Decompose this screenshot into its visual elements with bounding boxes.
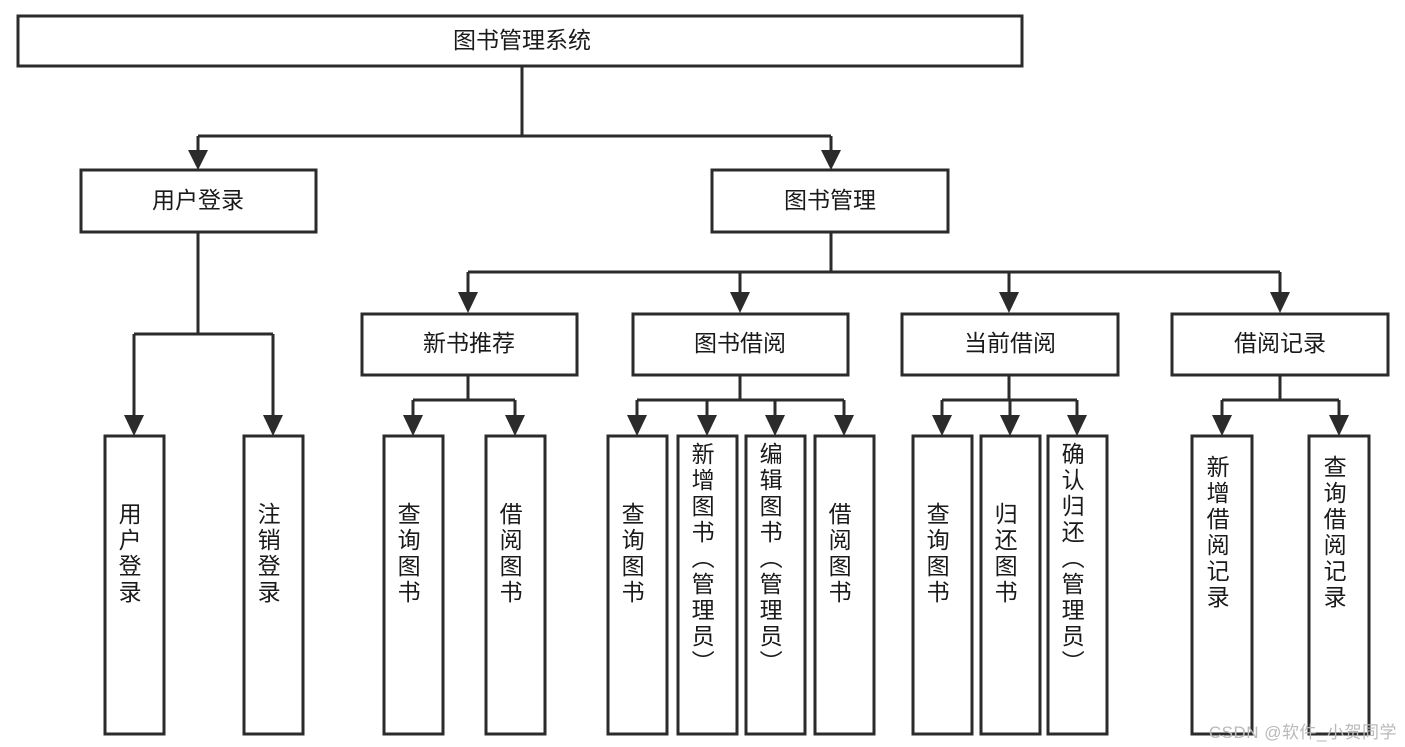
leaf-box-book-borrow-1[interactable] [606,434,669,736]
connector-group-borrowbook [627,375,854,436]
node-label-user-login: 用户登录 [152,187,244,213]
node-box-new-book-recommend[interactable] [360,312,579,377]
arrow-head-icon [188,150,208,170]
leaf-box-user-login-2[interactable] [242,434,305,736]
connector-group-root [188,66,841,170]
leaf-box-borrow-record-1[interactable] [1190,434,1254,736]
leaf-box-new-book-1[interactable] [382,434,445,736]
arrow-head-icon [999,292,1019,313]
connector-group-borrowrecord [1212,375,1349,436]
arrow-head-icon [458,292,478,313]
leaf-box-book-borrow-3[interactable] [744,434,807,736]
arrow-head-icon [1212,415,1232,436]
arrow-head-icon [697,415,717,436]
leaf-box-borrow-record-2[interactable] [1307,434,1371,736]
arrow-head-icon [1270,292,1290,313]
arrow-head-icon [403,415,423,436]
arrow-head-icon [1000,415,1020,436]
leaf-box-current-borrow-1[interactable] [911,434,974,736]
csdn-watermark: CSDN @软件_小贺同学 [1208,723,1397,742]
node-label-book-borrow: 图书借阅 [694,330,786,356]
node-box-current-borrow[interactable] [900,312,1120,377]
node-box-user-login[interactable] [79,168,318,234]
node-box-root[interactable] [16,14,1024,68]
node-label-root: 图书管理系统 [453,27,591,53]
connector-group-userlogin [124,232,283,436]
arrow-head-icon [124,415,144,436]
arrow-head-icon [730,292,750,313]
node-box-borrow-record[interactable] [1170,312,1390,377]
connector-group-bookmgmt [458,232,1290,313]
connector-group-currentborrow [932,375,1087,436]
leaf-box-current-borrow-3[interactable] [1046,434,1109,736]
node-box-book-borrow[interactable] [631,312,850,377]
leaf-box-book-borrow-2[interactable] [676,434,739,736]
node-label-current-borrow: 当前借阅 [964,330,1056,356]
leaf-box-book-borrow-4[interactable] [813,434,876,736]
arrow-head-icon [834,415,854,436]
arrow-head-icon [1067,415,1087,436]
arrow-head-icon [1329,415,1349,436]
arrow-head-icon [505,415,525,436]
leaf-box-current-borrow-2[interactable] [979,434,1042,736]
arrow-head-icon [821,150,841,170]
leaf-box-new-book-2[interactable] [484,434,547,736]
arrow-head-icon [765,415,785,436]
arrow-head-icon [932,415,952,436]
arrow-head-icon [263,415,283,436]
connector-group-newbook [403,375,525,436]
node-box-book-management[interactable] [710,168,950,234]
node-label-new-book-recommend: 新书推荐 [423,330,515,356]
arrow-head-icon [627,415,647,436]
node-label-book-management: 图书管理 [784,187,876,213]
leaf-box-user-login-1[interactable] [103,434,166,736]
node-label-borrow-record: 借阅记录 [1234,330,1326,356]
